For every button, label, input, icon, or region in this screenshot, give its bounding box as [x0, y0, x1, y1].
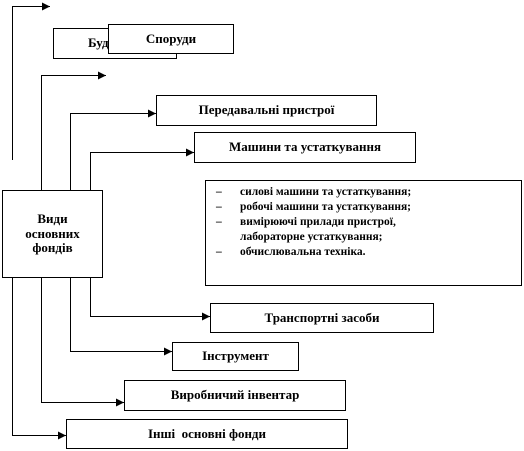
- connector-buildings: [41, 71, 106, 190]
- list-item: силові машини та устаткування;: [216, 185, 515, 200]
- connector-top: [12, 2, 50, 160]
- box-transport: Транспортні засоби: [210, 303, 434, 333]
- main-box: Види основних фондів: [2, 190, 103, 278]
- connector-tools: [70, 278, 172, 356]
- connector-inventory: [41, 278, 124, 407]
- box-structures: Споруди: [108, 24, 234, 54]
- list-item: вимірюючі прилади пристрої,: [216, 215, 515, 230]
- connector-machines: [90, 148, 194, 190]
- main-title-line-1: Види: [37, 210, 68, 226]
- box-machines-label: Машини та устаткування: [228, 139, 382, 155]
- machines-detail-list: силові машини та устаткування; робочі ма…: [216, 185, 515, 260]
- box-machines: Машини та устаткування: [194, 132, 416, 163]
- connector-transmission: [70, 109, 156, 190]
- box-inventory-label: Виробничий інвентар: [170, 387, 300, 403]
- box-buildings-label: Буд: [88, 35, 109, 51]
- connector-transport: [90, 278, 210, 321]
- main-title-line-2: основних: [25, 225, 80, 241]
- box-other: Інші основні фонди: [66, 419, 348, 449]
- box-transport-label: Транспортні засоби: [264, 309, 380, 325]
- box-tools: Інструмент: [172, 342, 299, 371]
- list-item-continuation: лабораторне устаткування;: [240, 231, 383, 243]
- box-transmission: Передавальні пристрої: [156, 95, 377, 126]
- main-title-line-3: фондів: [32, 240, 73, 256]
- list-item: робочі машини та устаткування;: [216, 200, 515, 215]
- box-other-label: Інші основні фонди: [148, 425, 266, 441]
- list-item: обчислювальна техніка.: [216, 245, 515, 260]
- box-inventory: Виробничий інвентар: [124, 380, 346, 411]
- box-structures-label: Споруди: [145, 30, 197, 46]
- connector-other: [12, 278, 66, 440]
- box-tools-label: Інструмент: [202, 348, 269, 364]
- machines-detail-box: силові машини та устаткування; робочі ма…: [205, 180, 522, 286]
- box-transmission-label: Передавальні пристрої: [198, 102, 335, 118]
